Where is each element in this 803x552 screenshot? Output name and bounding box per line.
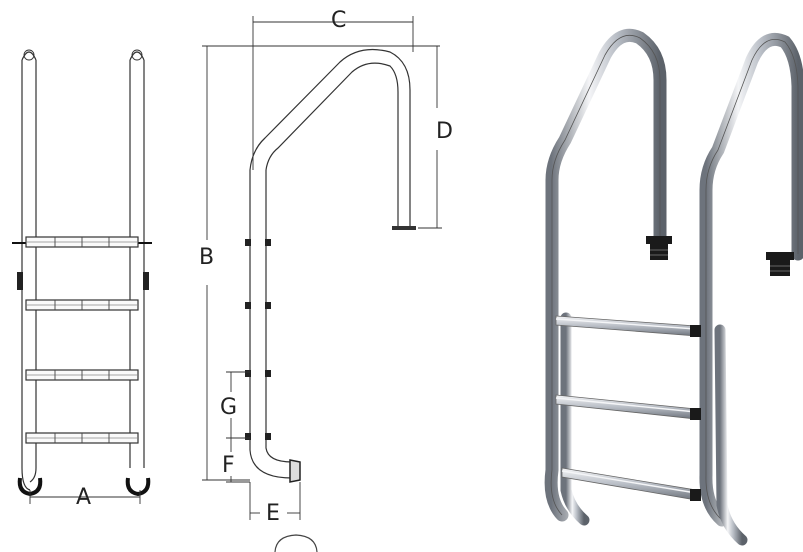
side-step-bracket <box>245 370 271 377</box>
front-left-rail <box>21 60 37 491</box>
side-step-bracket <box>245 239 271 246</box>
front-left-clamp <box>17 272 23 290</box>
photo-step <box>555 315 701 337</box>
front-left-rail-cap <box>23 49 35 61</box>
decorative-circle-fragment <box>274 534 318 552</box>
side-base-plate <box>392 226 416 230</box>
side-view: C B D G F E <box>199 8 453 552</box>
dimension-d-label: D <box>436 119 453 144</box>
photo-step <box>561 467 701 501</box>
front-right-rail-top <box>129 51 145 61</box>
photo-left-anchor <box>646 236 672 260</box>
dimension-f-label: F <box>222 453 235 478</box>
photo-left-rear-post <box>560 312 590 526</box>
front-right-clamp <box>143 272 149 290</box>
side-step-brackets <box>245 239 271 440</box>
dimension-e-label: E <box>266 501 280 526</box>
dimension-a-label: A <box>76 485 91 510</box>
front-step <box>25 299 139 311</box>
side-step-bracket <box>245 302 271 309</box>
front-step <box>25 432 139 444</box>
front-steps <box>25 236 139 444</box>
dimension-g-label: G <box>220 395 237 420</box>
photo-view <box>544 28 803 546</box>
photo-right-rear-post <box>714 324 748 546</box>
front-right-rail-cap <box>131 49 143 61</box>
side-main-post <box>249 170 293 479</box>
side-step-bracket <box>245 433 271 440</box>
photo-right-anchor <box>766 252 794 276</box>
side-foot-cup <box>289 459 301 483</box>
front-step <box>25 369 139 381</box>
photo-steps <box>555 315 701 501</box>
photo-step <box>555 394 701 420</box>
front-right-rail <box>129 60 145 468</box>
side-handrail <box>249 49 411 226</box>
front-step <box>25 236 139 248</box>
front-right-foot <box>125 477 151 497</box>
dimension-c-label: C <box>331 8 346 33</box>
dimension-b-label: B <box>199 245 214 270</box>
front-view: A <box>12 49 152 510</box>
front-left-rail-top <box>21 51 37 61</box>
